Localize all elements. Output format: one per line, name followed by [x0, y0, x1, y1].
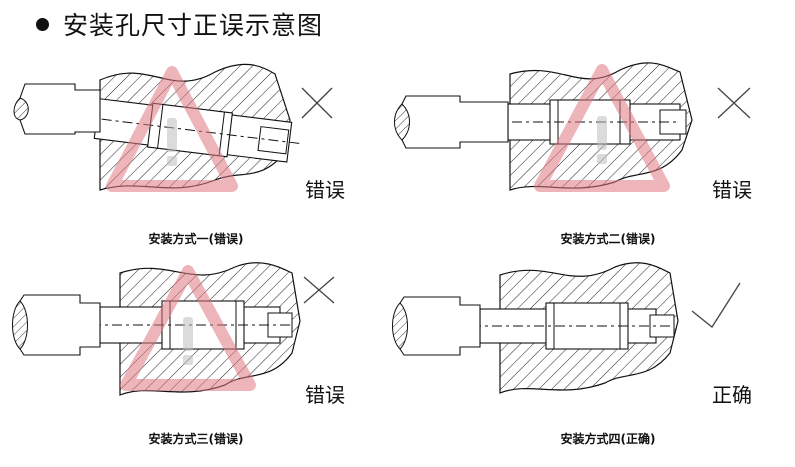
diagram-4	[392, 262, 741, 394]
shaft	[399, 296, 481, 356]
check-icon	[691, 282, 741, 328]
verdict-label-3: 错误	[305, 383, 345, 407]
caption-3: 安装方式三(错误)	[148, 432, 244, 446]
caption-4: 安装方式四(正确)	[560, 432, 656, 446]
page-title: 安装孔尺寸正误示意图	[36, 6, 323, 42]
verdict-label-2: 错误	[712, 178, 752, 202]
verdict-label-4: 正确	[712, 383, 752, 407]
bullet-icon	[36, 17, 49, 31]
cross-icon	[301, 87, 333, 119]
warning-icon	[106, 66, 238, 192]
shaft	[401, 95, 509, 149]
diagram-2	[394, 62, 751, 192]
warning-icon	[120, 265, 256, 391]
diagram-1	[13, 63, 333, 192]
caption-2: 安装方式二(错误)	[560, 232, 656, 246]
caption-1: 安装方式一(错误)	[148, 232, 244, 246]
cross-icon	[303, 276, 335, 304]
shaft	[19, 83, 101, 135]
diagram-3	[12, 262, 335, 396]
verdict-label-1: 错误	[305, 178, 345, 202]
cross-icon	[717, 87, 751, 119]
warning-icon	[534, 64, 670, 192]
shaft	[19, 294, 101, 356]
page-title-text: 安装孔尺寸正误示意图	[63, 11, 324, 40]
